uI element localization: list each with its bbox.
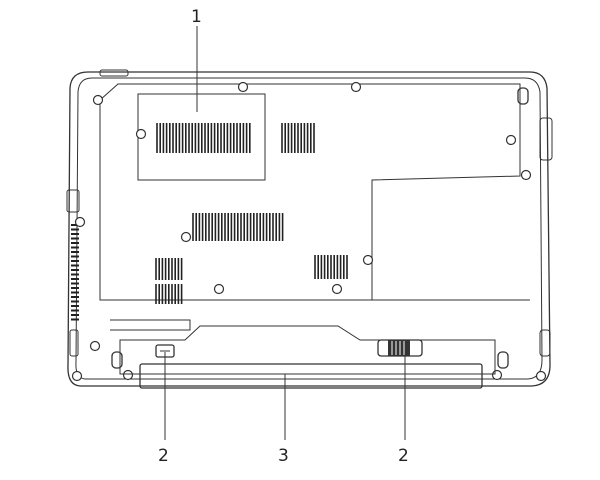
vent-grille	[155, 284, 183, 304]
screw-holes	[71, 81, 547, 382]
screw-hole	[362, 254, 374, 266]
callout-2-left: 2	[158, 446, 169, 466]
screw-hole	[331, 283, 343, 295]
side-vent	[71, 224, 79, 321]
callout-1: 1	[191, 7, 202, 27]
vent-grilles	[155, 123, 348, 304]
callout-leaders	[164, 26, 406, 440]
screw-hole	[505, 134, 517, 146]
rubber-feet	[111, 87, 529, 369]
screw-hole	[213, 283, 225, 295]
battery-pack	[119, 325, 496, 389]
callout-2-right: 2	[398, 446, 409, 466]
screw-hole	[520, 169, 532, 181]
screw-hole	[180, 231, 192, 243]
screw-hole	[74, 216, 86, 228]
screw-hole	[92, 94, 104, 106]
vent-grille	[156, 123, 251, 153]
screw-hole	[122, 369, 134, 381]
vent-grille	[314, 255, 348, 279]
screw-hole	[350, 81, 362, 93]
screw-hole	[71, 370, 83, 382]
vent-grille	[155, 258, 183, 280]
screw-hole	[491, 369, 503, 381]
callout-3: 3	[278, 446, 289, 466]
screw-hole	[135, 128, 147, 140]
laptop-chassis	[66, 69, 553, 387]
access-panel	[99, 83, 530, 331]
screw-hole	[89, 340, 101, 352]
vent-grille	[281, 123, 315, 153]
screw-hole	[535, 370, 547, 382]
battery-latch-right	[377, 339, 423, 357]
vent-grille	[192, 213, 284, 241]
screw-hole	[237, 81, 249, 93]
